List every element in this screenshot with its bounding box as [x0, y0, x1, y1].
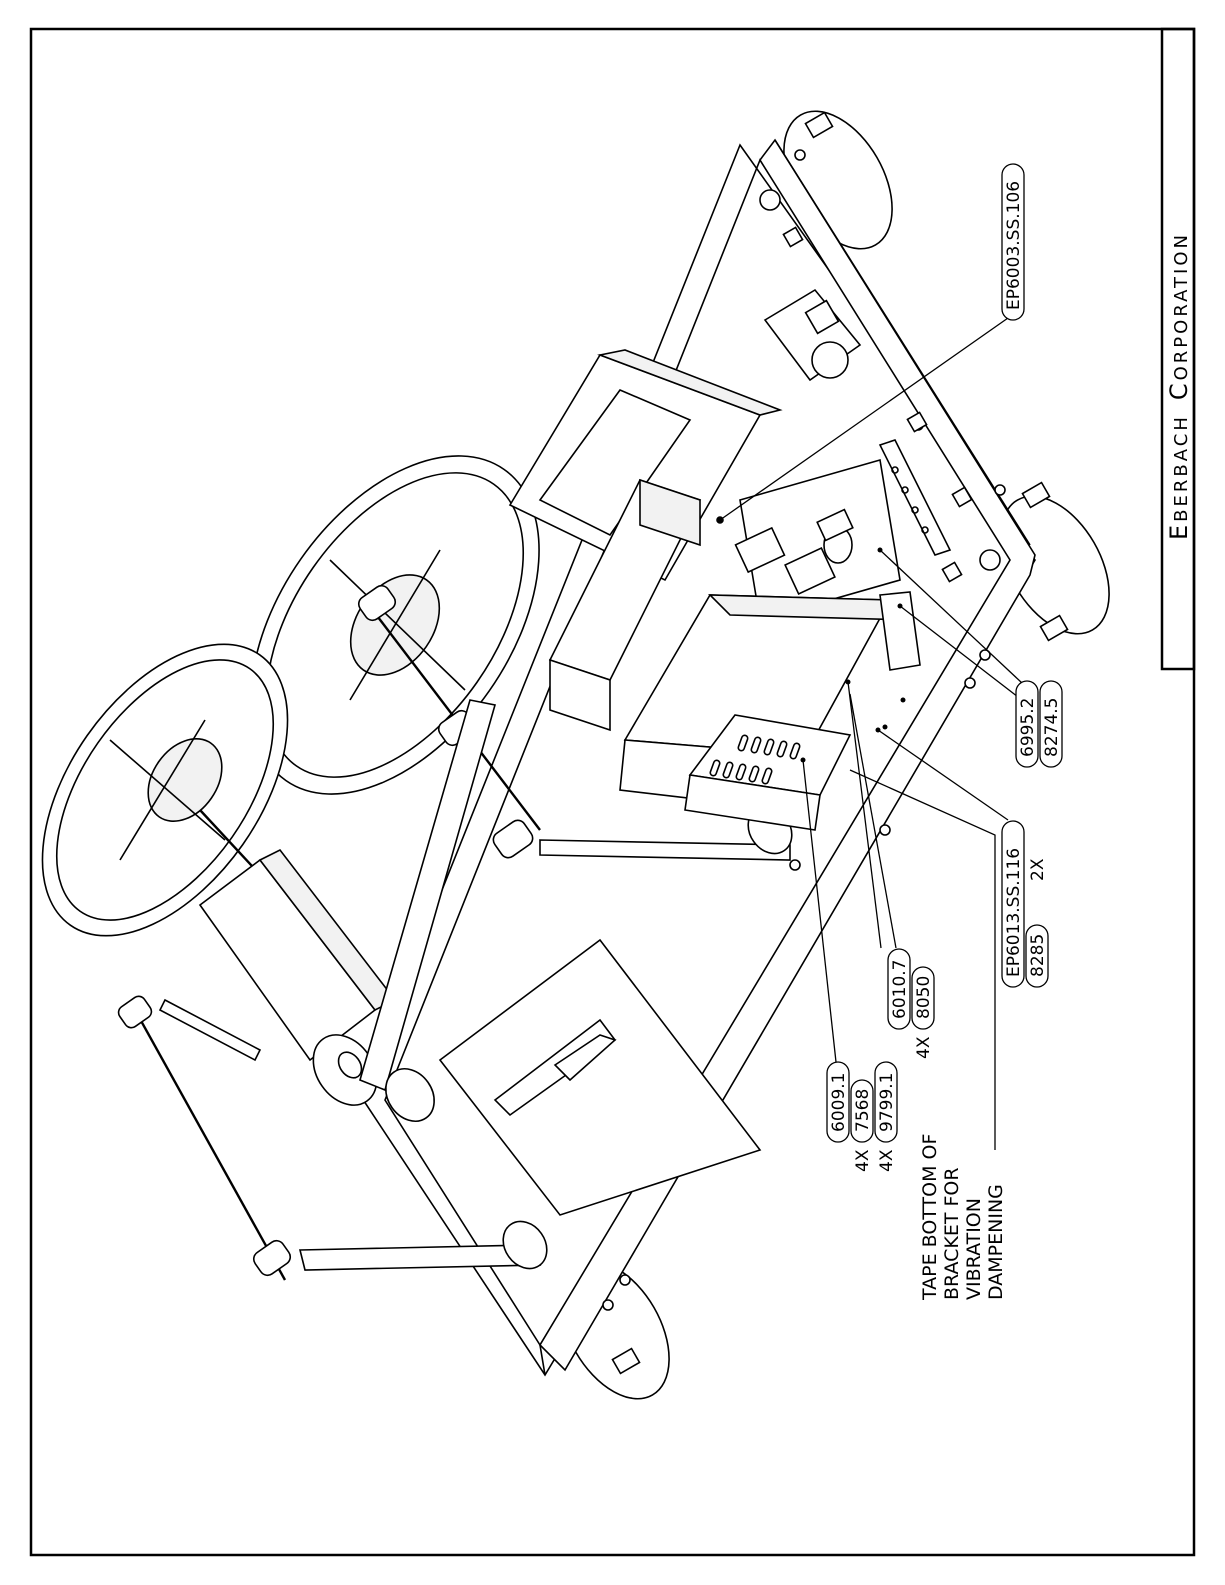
- note-line-2: BRACKET FOR: [941, 1167, 963, 1300]
- callout-6009: 6009.1 4X 7568 4X 9799.1: [827, 1062, 897, 1172]
- callout-6009-text: 6009.1: [829, 1073, 849, 1132]
- callout-ep6003: EP6003.SS.106: [1002, 164, 1024, 320]
- callout-ep6013-text: EP6013.SS.116: [1004, 848, 1024, 977]
- callout-6010: 6010.7 4X 8050: [888, 949, 934, 1059]
- svg-text:EBERBACHCORPORATION: EBERBACH CORPORATION: [1165, 232, 1193, 540]
- callout-ep6013-qty: 2X: [1028, 858, 1048, 881]
- company-second-rest: ORPORATION: [1171, 232, 1192, 380]
- note-line-4: DAMPENING: [985, 1184, 1007, 1300]
- callout-6010-text: 6010.7: [890, 960, 910, 1019]
- callout-8274-text: 8274.5: [1042, 698, 1062, 757]
- callout-7568-qty: 4X: [853, 1149, 873, 1172]
- callout-7568-text: 7568: [853, 1089, 873, 1132]
- note-line-1: TAPE BOTTOM OF: [919, 1134, 941, 1301]
- callout-9799-text: 9799.1: [877, 1073, 897, 1132]
- callout-8050-text: 8050: [914, 976, 934, 1019]
- callout-ep6013: EP6013.SS.116 2X 8285: [1002, 821, 1048, 987]
- callout-6995: 6995.2 8274.5: [1016, 681, 1062, 767]
- callout-6010-qty: 4X: [914, 1036, 934, 1059]
- callout-9799-qty: 4X: [877, 1149, 897, 1172]
- callout-6995-text: 6995.2: [1018, 698, 1038, 757]
- vibration-note: TAPE BOTTOM OF BRACKET FOR VIBRATION DAM…: [919, 1134, 1007, 1301]
- company-second-initial: C: [1165, 380, 1193, 400]
- note-line-3: VIBRATION: [963, 1198, 985, 1300]
- company-first-rest: BERBACH: [1171, 414, 1192, 522]
- callout-ep6003-text: EP6003.SS.106: [1004, 181, 1024, 310]
- callout-8285-text: 8285: [1028, 934, 1048, 977]
- title-block-text: EBERBACH CORPORATION: [1165, 232, 1193, 540]
- company-first-initial: E: [1165, 522, 1193, 540]
